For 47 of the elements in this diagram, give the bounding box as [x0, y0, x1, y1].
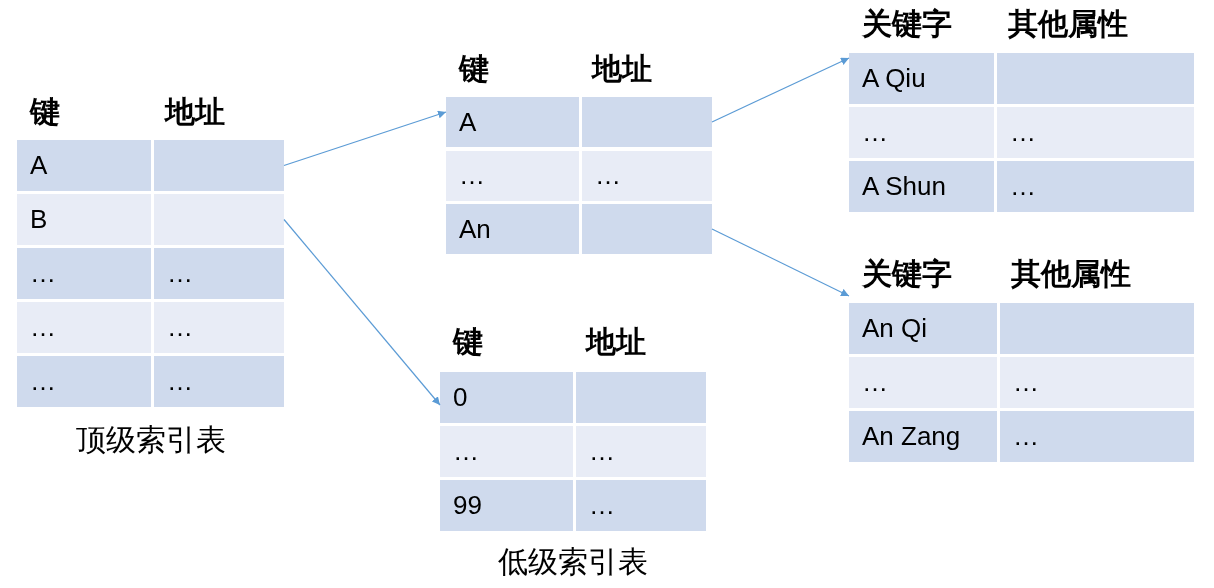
arrow: [711, 57, 850, 123]
table-cell: …: [154, 248, 284, 299]
column-header: 地址: [586, 324, 646, 360]
table-cell: An Zang: [849, 411, 997, 462]
table-cell: …: [576, 480, 706, 531]
table-cell: …: [849, 107, 994, 158]
arrow: [711, 228, 850, 297]
table-cell: …: [17, 248, 151, 299]
table-cell: …: [1000, 411, 1194, 462]
arrow: [283, 218, 441, 406]
table-cell: …: [154, 302, 284, 353]
table-cell: 0: [440, 372, 573, 423]
table-cell: …: [997, 107, 1194, 158]
column-header: 地址: [165, 94, 225, 130]
column-header: 地址: [592, 51, 652, 87]
table-cell: B: [17, 194, 151, 245]
column-header: 键: [459, 51, 489, 87]
table-caption: 顶级索引表: [75, 422, 226, 458]
column-header: 键: [30, 94, 60, 130]
table-cell: [154, 194, 284, 245]
arrow: [283, 110, 447, 167]
table-cell: A: [17, 140, 151, 191]
column-header: 键: [453, 324, 483, 360]
table-cell: …: [582, 150, 712, 201]
table-cell: …: [154, 356, 284, 407]
table-cell: An Qi: [849, 303, 997, 354]
column-header: 其他属性: [1011, 256, 1131, 292]
column-header: 其他属性: [1008, 6, 1128, 42]
column-header: 关键字: [862, 256, 952, 292]
table-cell: [582, 204, 712, 254]
table-cell: …: [849, 357, 997, 408]
table-cell: …: [576, 426, 706, 477]
table-cell: An: [446, 204, 579, 254]
table-cell: [582, 97, 712, 147]
table-cell: …: [446, 150, 579, 201]
table-cell: …: [17, 356, 151, 407]
table-cell: A Shun: [849, 161, 994, 212]
table-cell: 99: [440, 480, 573, 531]
table-cell: …: [1000, 357, 1194, 408]
table-cell: …: [440, 426, 573, 477]
table-cell: …: [997, 161, 1194, 212]
table-cell: [154, 140, 284, 191]
column-header: 关键字: [862, 6, 952, 42]
table-cell: …: [17, 302, 151, 353]
table-caption: 低级索引表: [498, 544, 648, 580]
table-cell: A: [446, 97, 579, 147]
table-cell: A Qiu: [849, 53, 994, 104]
